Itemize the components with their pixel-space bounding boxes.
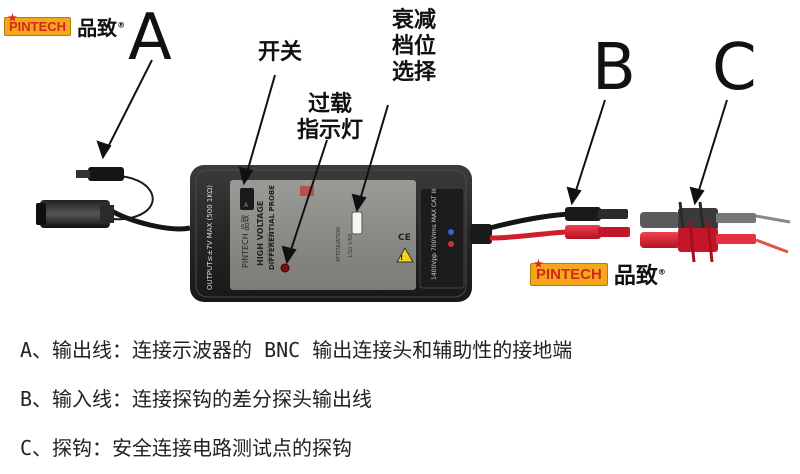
registered-mark: ®: [117, 20, 126, 30]
power-switch: [240, 188, 254, 210]
label-overload-line1: 过载: [307, 92, 352, 117]
star-icon: ★: [534, 258, 543, 270]
input-panel: [419, 187, 465, 289]
callout-arrows: [96, 59, 728, 265]
svg-text:1400Vpp 700Vrms MAX CAT III: 1400Vpp 700Vrms MAX CAT III: [431, 188, 438, 280]
brand-name-cn: 品致®: [77, 16, 126, 40]
front-panel: [230, 180, 416, 290]
label-attenuation-line2: 档位: [391, 34, 436, 59]
overload-led: [280, 263, 290, 273]
label-b: B: [592, 31, 636, 105]
label-overload-line2: 指示灯: [296, 118, 363, 143]
probe-hook-red: [640, 232, 680, 248]
device-title-1: HIGH VOLTAGE: [256, 201, 265, 266]
brand-badge: ★ PINTECH: [530, 259, 608, 286]
brand-logo-top: ★ PINTECH 品致®: [4, 12, 125, 41]
registered-mark: ®: [657, 267, 666, 277]
attenuation-switch: [351, 211, 363, 235]
svg-text:ATTENUATION: ATTENUATION: [336, 227, 342, 262]
legend-item-a: A、输出线：连接示波器的 BNC 输出连接头和辅助性的接地端: [20, 338, 573, 362]
legend-item-c: C、探钩：安全连接电路测试点的探钩: [20, 436, 353, 460]
label-attenuation-line1: 衰减: [391, 8, 436, 33]
brand-name-en: PINTECH: [9, 19, 67, 34]
device-brand: PINTECH 品致: [240, 215, 250, 268]
brand-name-cn: 品致®: [613, 264, 666, 289]
output-cable: [108, 207, 191, 232]
label-attenuation-line3: 选择: [391, 60, 436, 85]
legend-item-b: B、输入线：连接探钩的差分探头输出线: [20, 387, 373, 411]
star-icon: ★: [8, 13, 17, 24]
label-attenuation: 衰减 档位 选择: [388, 8, 440, 86]
label-a: A: [128, 1, 172, 75]
ce-mark: CE: [398, 233, 411, 243]
svg-text:!: !: [400, 254, 403, 262]
bnc-connector: [40, 200, 110, 228]
warning-icon: [396, 246, 414, 263]
brand-name-en: PINTECH: [536, 265, 602, 283]
ground-plug: [88, 167, 124, 181]
label-c: C: [712, 31, 757, 105]
input-lead-black: [489, 211, 571, 231]
label-switch: 开关: [258, 40, 303, 65]
label-overload: 过载 指示灯: [290, 92, 370, 144]
svg-text:1/10 1/50: 1/10 1/50: [348, 234, 354, 258]
brand-logo-bottom: ★ PINTECH 品致®: [530, 258, 666, 290]
svg-text:A: A: [244, 202, 249, 209]
probe-hook-black: [640, 212, 680, 228]
svg-text:OVER RANGE: OVER RANGE: [267, 232, 273, 262]
device-title-2: DIFFERENTIAL PROBE: [268, 185, 276, 270]
device-output-spec: OUTPUT≤±7V MAX (500 1KΩ): [206, 185, 214, 290]
brand-badge: ★ PINTECH: [4, 13, 72, 36]
input-lead-red: [489, 229, 571, 241]
